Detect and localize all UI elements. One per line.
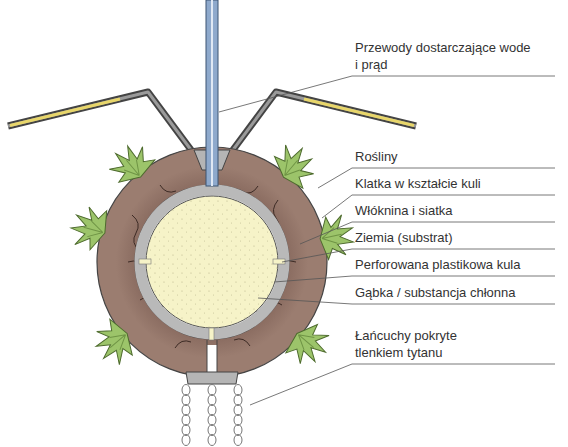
chain-link xyxy=(234,395,242,406)
chain-link xyxy=(208,415,216,426)
chain-link xyxy=(182,415,190,426)
supply-pipe xyxy=(206,0,218,186)
callout-label: Łańcuchy pokryte tlenkiem tytanu xyxy=(355,327,485,361)
callout-label: Klatka w kształcie kuli xyxy=(355,175,555,192)
leader-lines xyxy=(219,76,555,405)
chain-link xyxy=(208,425,216,436)
chain-link xyxy=(234,415,242,426)
chain-link xyxy=(208,395,216,406)
callout-label: Ziemia (substrat) xyxy=(355,229,555,246)
callout-label: Perforowana plastikowa kula xyxy=(355,256,555,273)
chain-link xyxy=(208,405,216,416)
chains xyxy=(182,385,242,446)
chain-link xyxy=(234,435,242,446)
chain-link xyxy=(182,425,190,436)
callout-label: Przewody dostarczające wode i prąd xyxy=(355,39,535,73)
chain-link xyxy=(208,435,216,446)
chain-link xyxy=(182,385,190,396)
callout-label: Rośliny xyxy=(355,148,555,165)
chain-link xyxy=(182,395,190,406)
chain-link xyxy=(208,385,216,396)
chain-link xyxy=(234,405,242,416)
chain-link xyxy=(234,425,242,436)
chain-link xyxy=(234,385,242,396)
chain-link xyxy=(182,405,190,416)
callout-label: Włóknina i siatka xyxy=(355,202,555,219)
plants xyxy=(67,137,358,372)
callout-label: Gąbka / substancja chłonna xyxy=(355,284,555,301)
chain-link xyxy=(182,435,190,446)
inner-ball xyxy=(139,190,285,340)
